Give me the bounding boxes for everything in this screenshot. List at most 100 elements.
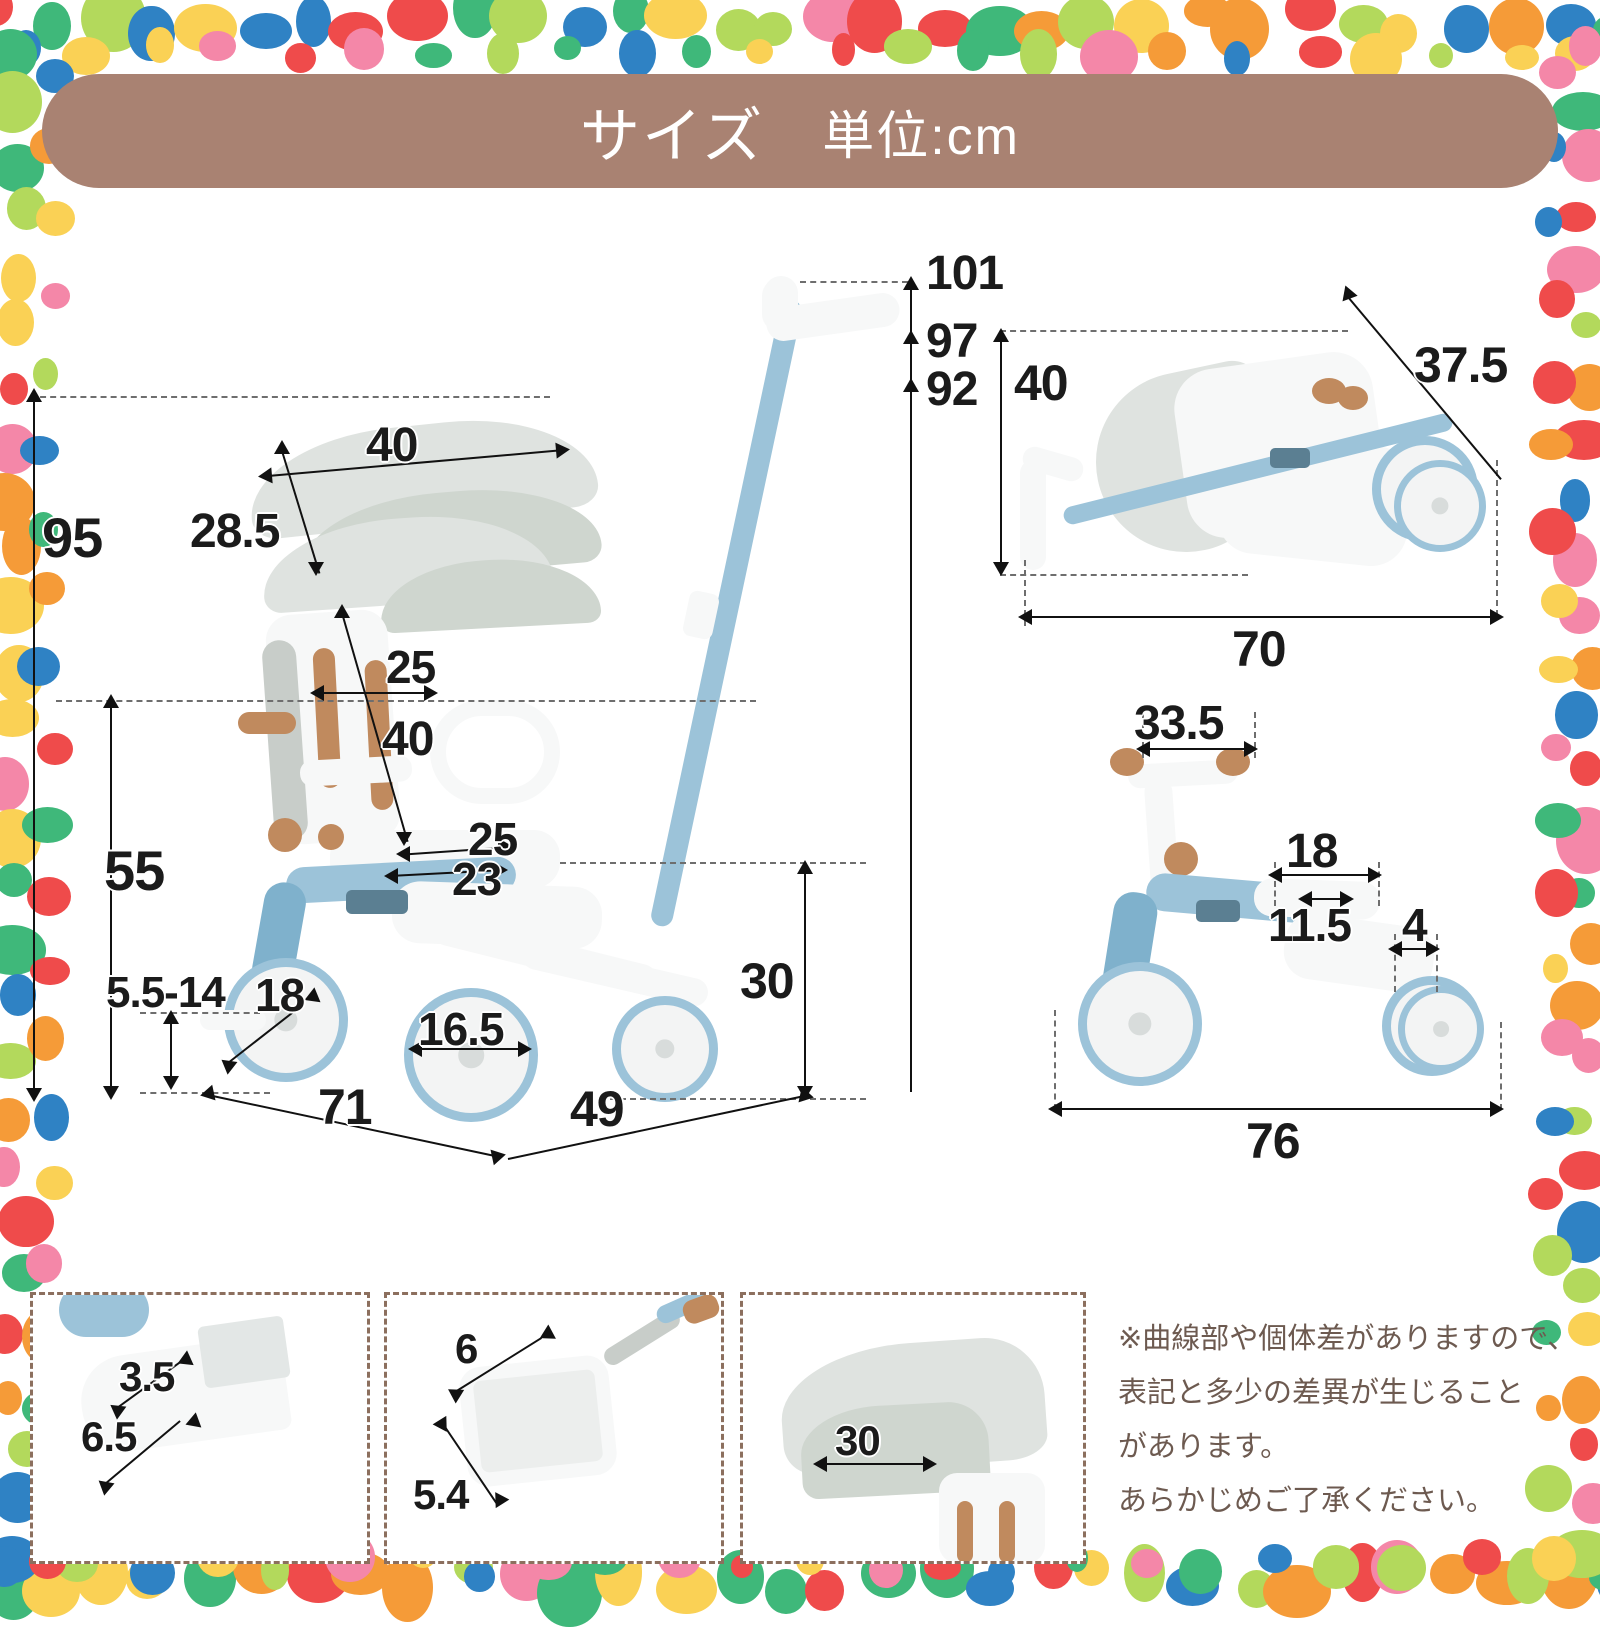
handlebar-grip (238, 712, 296, 734)
confetti-dot (487, 33, 519, 74)
rear-wheel-right (612, 996, 718, 1102)
dim-37.5: 37.5 (1414, 336, 1507, 394)
confetti-dot (41, 283, 70, 309)
confetti-dot (1563, 1268, 1600, 1303)
safety-bar (430, 700, 560, 804)
confetti-dot (0, 1098, 30, 1141)
confetti-dot (619, 30, 655, 77)
dim-18-bike: 18 (1286, 824, 1337, 879)
confetti-dot (1020, 29, 1057, 78)
dim-71: 71 (318, 1078, 372, 1136)
arrow-footrest-dn (163, 1076, 179, 1090)
confetti-dot (30, 957, 70, 986)
confetti-dot (0, 0, 13, 26)
arrow-40sb-up (334, 604, 350, 618)
dim-92: 92 (926, 362, 977, 417)
confetti-dot (1529, 429, 1573, 460)
confetti-dot (1541, 1019, 1584, 1056)
confetti-dot (36, 1166, 73, 1201)
arrow-55-bottom (103, 1086, 119, 1100)
confetti-dot (33, 358, 58, 390)
confetti-dot (644, 0, 707, 39)
confetti-dot (957, 30, 989, 70)
confetti-dot (0, 757, 29, 811)
confetti-dot (1539, 656, 1578, 683)
dim-95: 95 (42, 505, 102, 570)
arrow-97-up (903, 330, 919, 344)
confetti-dot (1258, 1544, 1292, 1573)
dash-101 (800, 281, 908, 283)
arrow-16.5-r (518, 1041, 532, 1057)
confetti-dot (1, 254, 36, 302)
confetti-dot (1555, 691, 1597, 738)
confetti-dot (1571, 312, 1600, 338)
arrow-25sb-l (310, 685, 324, 701)
confetti-dot (0, 299, 34, 346)
arrow-33.5-r (1244, 741, 1258, 757)
push-handle-pole (649, 298, 804, 929)
bike-front-wheel (1078, 962, 1202, 1086)
handle-cap (764, 276, 798, 310)
confetti-dot (1505, 45, 1539, 70)
confetti-dot (0, 373, 28, 405)
folded-grip-2 (1338, 386, 1368, 410)
confetti-dot (1528, 1178, 1563, 1210)
line-30 (804, 868, 806, 1094)
confetti-dot (682, 35, 711, 68)
dim-folded-40: 40 (1014, 354, 1068, 412)
confetti-dot (1285, 0, 1337, 31)
dim-30-canopy: 30 (835, 1417, 880, 1465)
confetti-dot (0, 1196, 54, 1247)
confetti-dot (1541, 584, 1578, 618)
confetti-dot (1179, 1549, 1221, 1594)
line-70 (1026, 616, 1498, 618)
confetti-dot (240, 13, 292, 49)
confetti-dot (296, 0, 331, 47)
arrow-25sd-l (396, 846, 410, 862)
confetti-dot (0, 1314, 23, 1354)
confetti-dot (285, 43, 316, 73)
dim-6.5: 6.5 (81, 1413, 136, 1461)
confetti-dot (1299, 36, 1342, 67)
arrow-18b-r (1368, 867, 1382, 883)
folded-handle-stem (1020, 460, 1046, 570)
dim-4: 4 (1402, 898, 1427, 952)
arrow-30c-r (923, 1456, 937, 1472)
dim-3.5: 3.5 (119, 1353, 174, 1401)
dash-30-top (560, 862, 866, 864)
arrow-5.4-a (433, 1412, 454, 1432)
confetti-dot (1552, 92, 1600, 130)
confetti-dot (0, 1381, 22, 1415)
dash-37.5-right (1496, 460, 1498, 616)
dash-30-bottom (600, 1098, 866, 1100)
disclaimer-note: ※曲線部や個体差がありますので、 表記と多少の差異が生じること があります。 あ… (1118, 1312, 1588, 1528)
confetti-dot (1224, 41, 1250, 76)
dim-55: 55 (104, 838, 164, 903)
confetti-dot (1377, 1545, 1426, 1591)
confetti-dot (26, 1244, 62, 1283)
dash-folded-bottom (1000, 574, 1248, 576)
arrow-4-l (1388, 941, 1402, 957)
confetti-dot (1556, 202, 1596, 232)
confetti-dot (1131, 1549, 1163, 1578)
confetti-dot (1539, 280, 1575, 318)
confetti-dot (765, 1569, 807, 1614)
confetti-dot (1559, 1151, 1600, 1190)
banner-title: サイズ (580, 88, 764, 175)
line-49 (508, 1096, 802, 1160)
arrow-71-r (490, 1147, 507, 1166)
confetti-dot (1535, 803, 1581, 837)
bike-rear-wheel-2 (1398, 986, 1484, 1072)
arrow-71-l (198, 1085, 215, 1104)
dash-76-r (1500, 1022, 1502, 1110)
confetti-dot (22, 807, 73, 843)
confetti-dot (1569, 26, 1600, 66)
dash-76-l (1054, 1010, 1056, 1110)
arrow-55-top (103, 694, 119, 708)
dim-101: 101 (926, 246, 1003, 301)
confetti-dot (0, 974, 36, 1015)
confetti-dot (832, 33, 855, 66)
arrow-30-up (797, 860, 813, 874)
line-76 (1056, 1108, 1498, 1110)
